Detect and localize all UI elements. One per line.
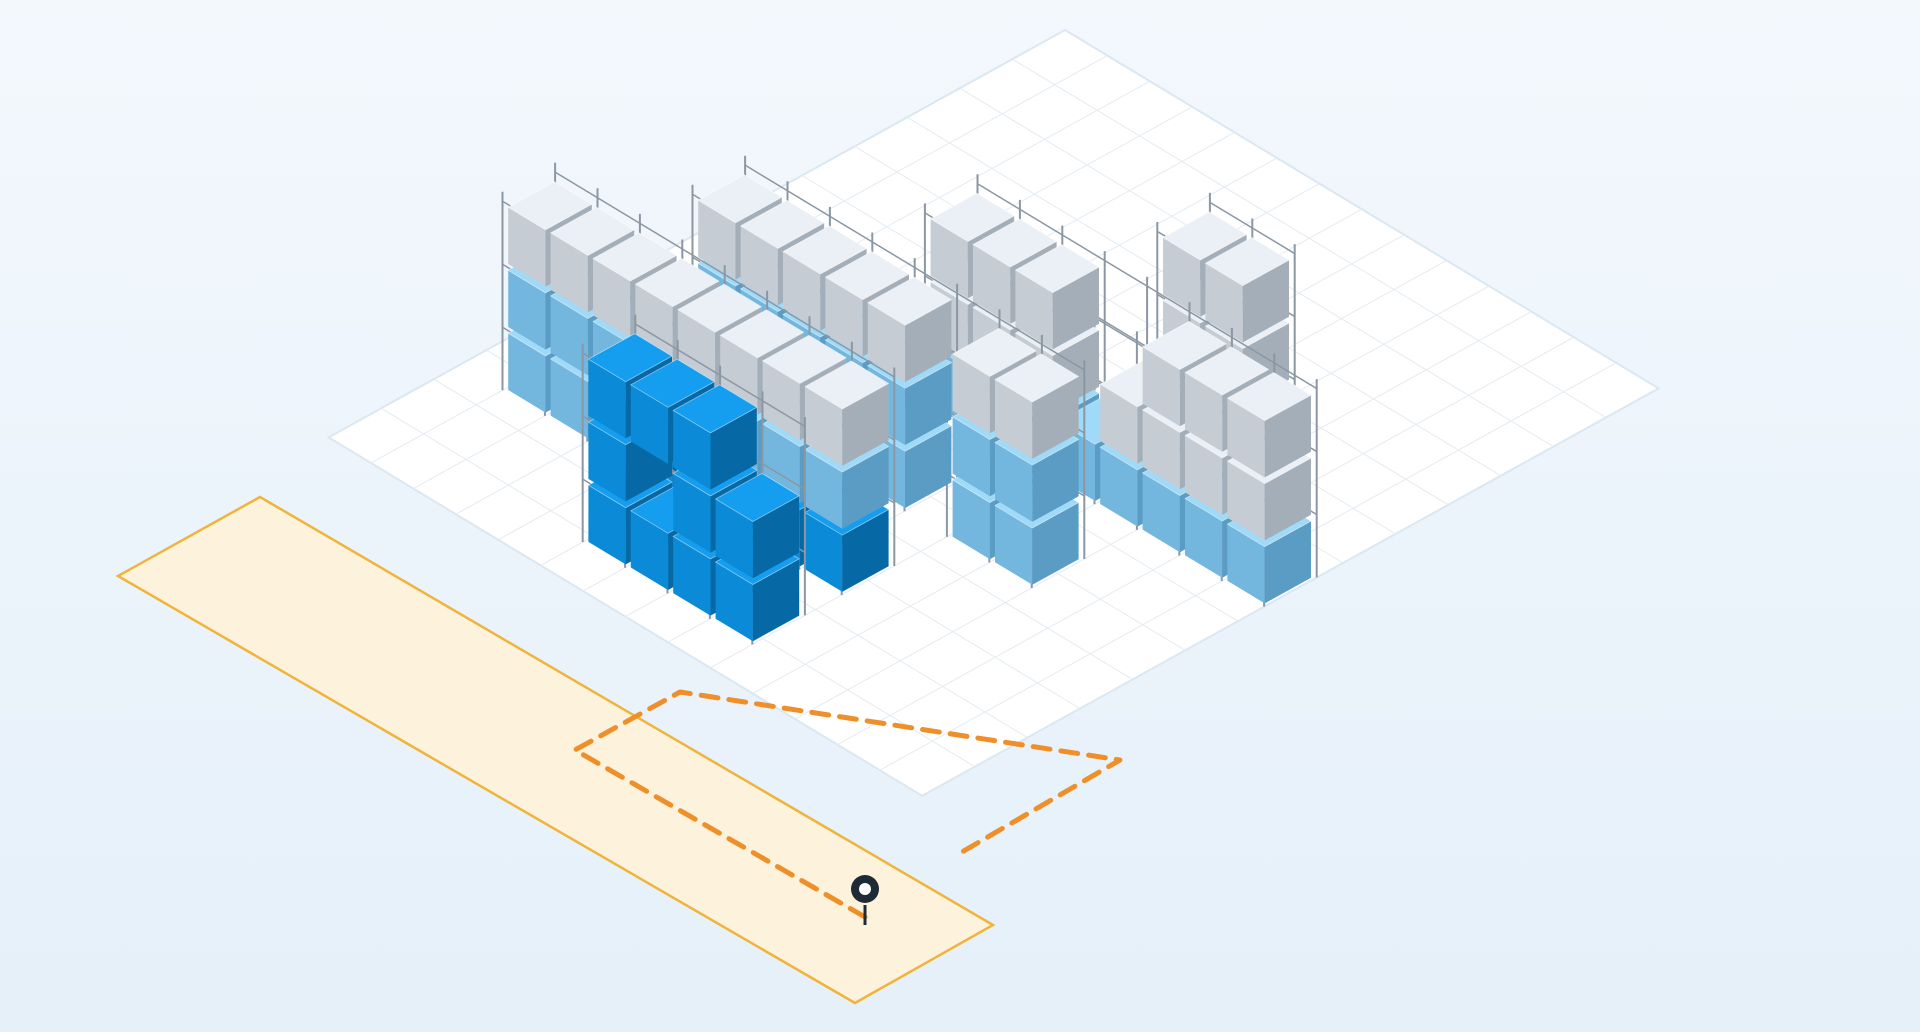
storage-box <box>672 384 758 490</box>
storage-box <box>867 276 953 382</box>
floor-grid-line <box>1012 58 1607 418</box>
storage-box <box>714 472 800 579</box>
storage-box <box>1204 237 1290 343</box>
pick-route-path <box>572 689 1123 920</box>
staging-area-zone <box>115 495 996 1005</box>
location-marker-icon <box>851 875 879 925</box>
storage-box <box>804 360 890 466</box>
storage-box <box>994 353 1080 459</box>
marker-dot <box>859 883 871 895</box>
storage-box <box>1014 244 1100 350</box>
storage-box <box>1226 372 1312 478</box>
staging-area <box>115 495 996 1005</box>
storage-racks <box>501 155 1318 645</box>
pick-route <box>572 689 1123 920</box>
